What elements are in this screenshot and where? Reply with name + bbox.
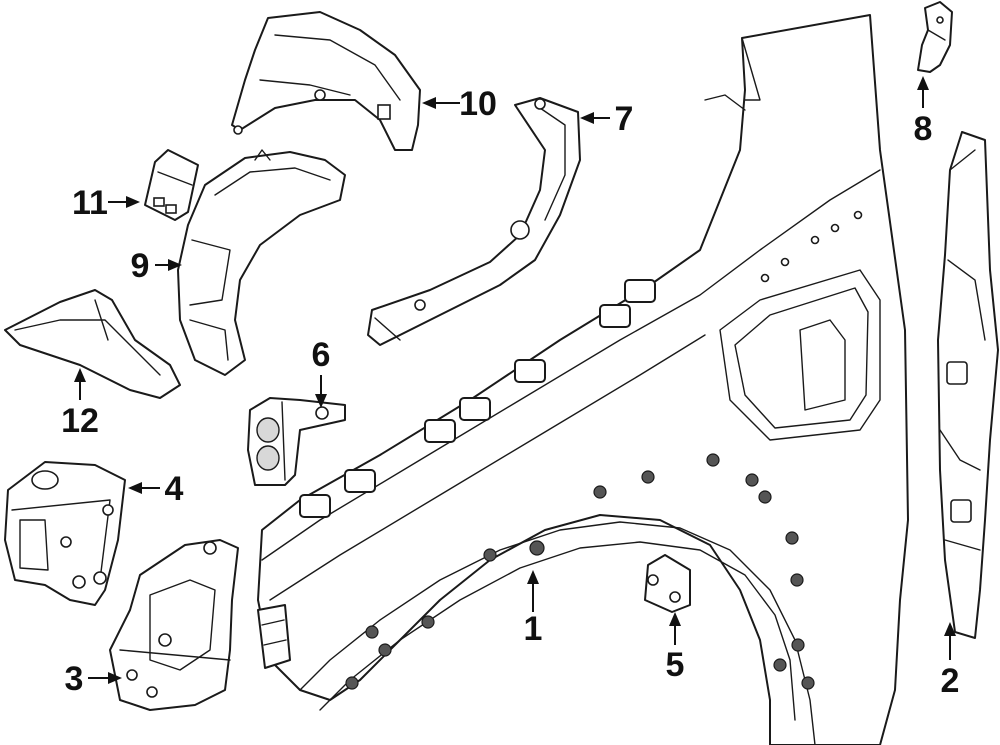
callout-6: 6 — [312, 336, 331, 374]
arrow-8 — [917, 76, 929, 90]
part-8-clip — [917, 1, 953, 73]
arrow-3 — [108, 672, 122, 684]
part-1-fender — [257, 14, 909, 745]
arrow-6 — [315, 394, 327, 408]
part-10-liner — [231, 11, 421, 151]
part-3-bracket — [109, 539, 239, 711]
arrow-7 — [580, 112, 594, 124]
callout-10: 10 — [459, 85, 497, 123]
part-5-bracket — [644, 554, 691, 613]
callout-12: 12 — [61, 402, 99, 440]
arrow-2 — [944, 622, 956, 636]
callout-11: 11 — [72, 184, 108, 222]
part-12-panel — [4, 289, 181, 399]
callout-1: 1 — [524, 610, 543, 648]
arrow-10 — [422, 97, 436, 109]
arrow-4 — [128, 482, 142, 494]
callout-9: 9 — [131, 247, 150, 285]
part-7-brace — [367, 97, 581, 346]
arrow-9 — [168, 259, 182, 271]
callout-7: 7 — [615, 100, 634, 138]
arrow-11 — [126, 196, 140, 208]
callout-3: 3 — [65, 660, 84, 698]
part-9-liner — [177, 149, 346, 376]
part-6-bracket — [247, 397, 346, 486]
arrow-12 — [74, 368, 86, 382]
callout-5: 5 — [666, 646, 685, 684]
callout-2: 2 — [941, 662, 960, 700]
part-2-pillar — [937, 131, 999, 639]
callout-8: 8 — [914, 110, 933, 148]
part-4-bracket — [4, 461, 126, 606]
arrow-5 — [669, 612, 681, 626]
arrow-1 — [527, 570, 539, 584]
part-11-plate — [144, 149, 199, 221]
callout-4: 4 — [165, 470, 184, 508]
